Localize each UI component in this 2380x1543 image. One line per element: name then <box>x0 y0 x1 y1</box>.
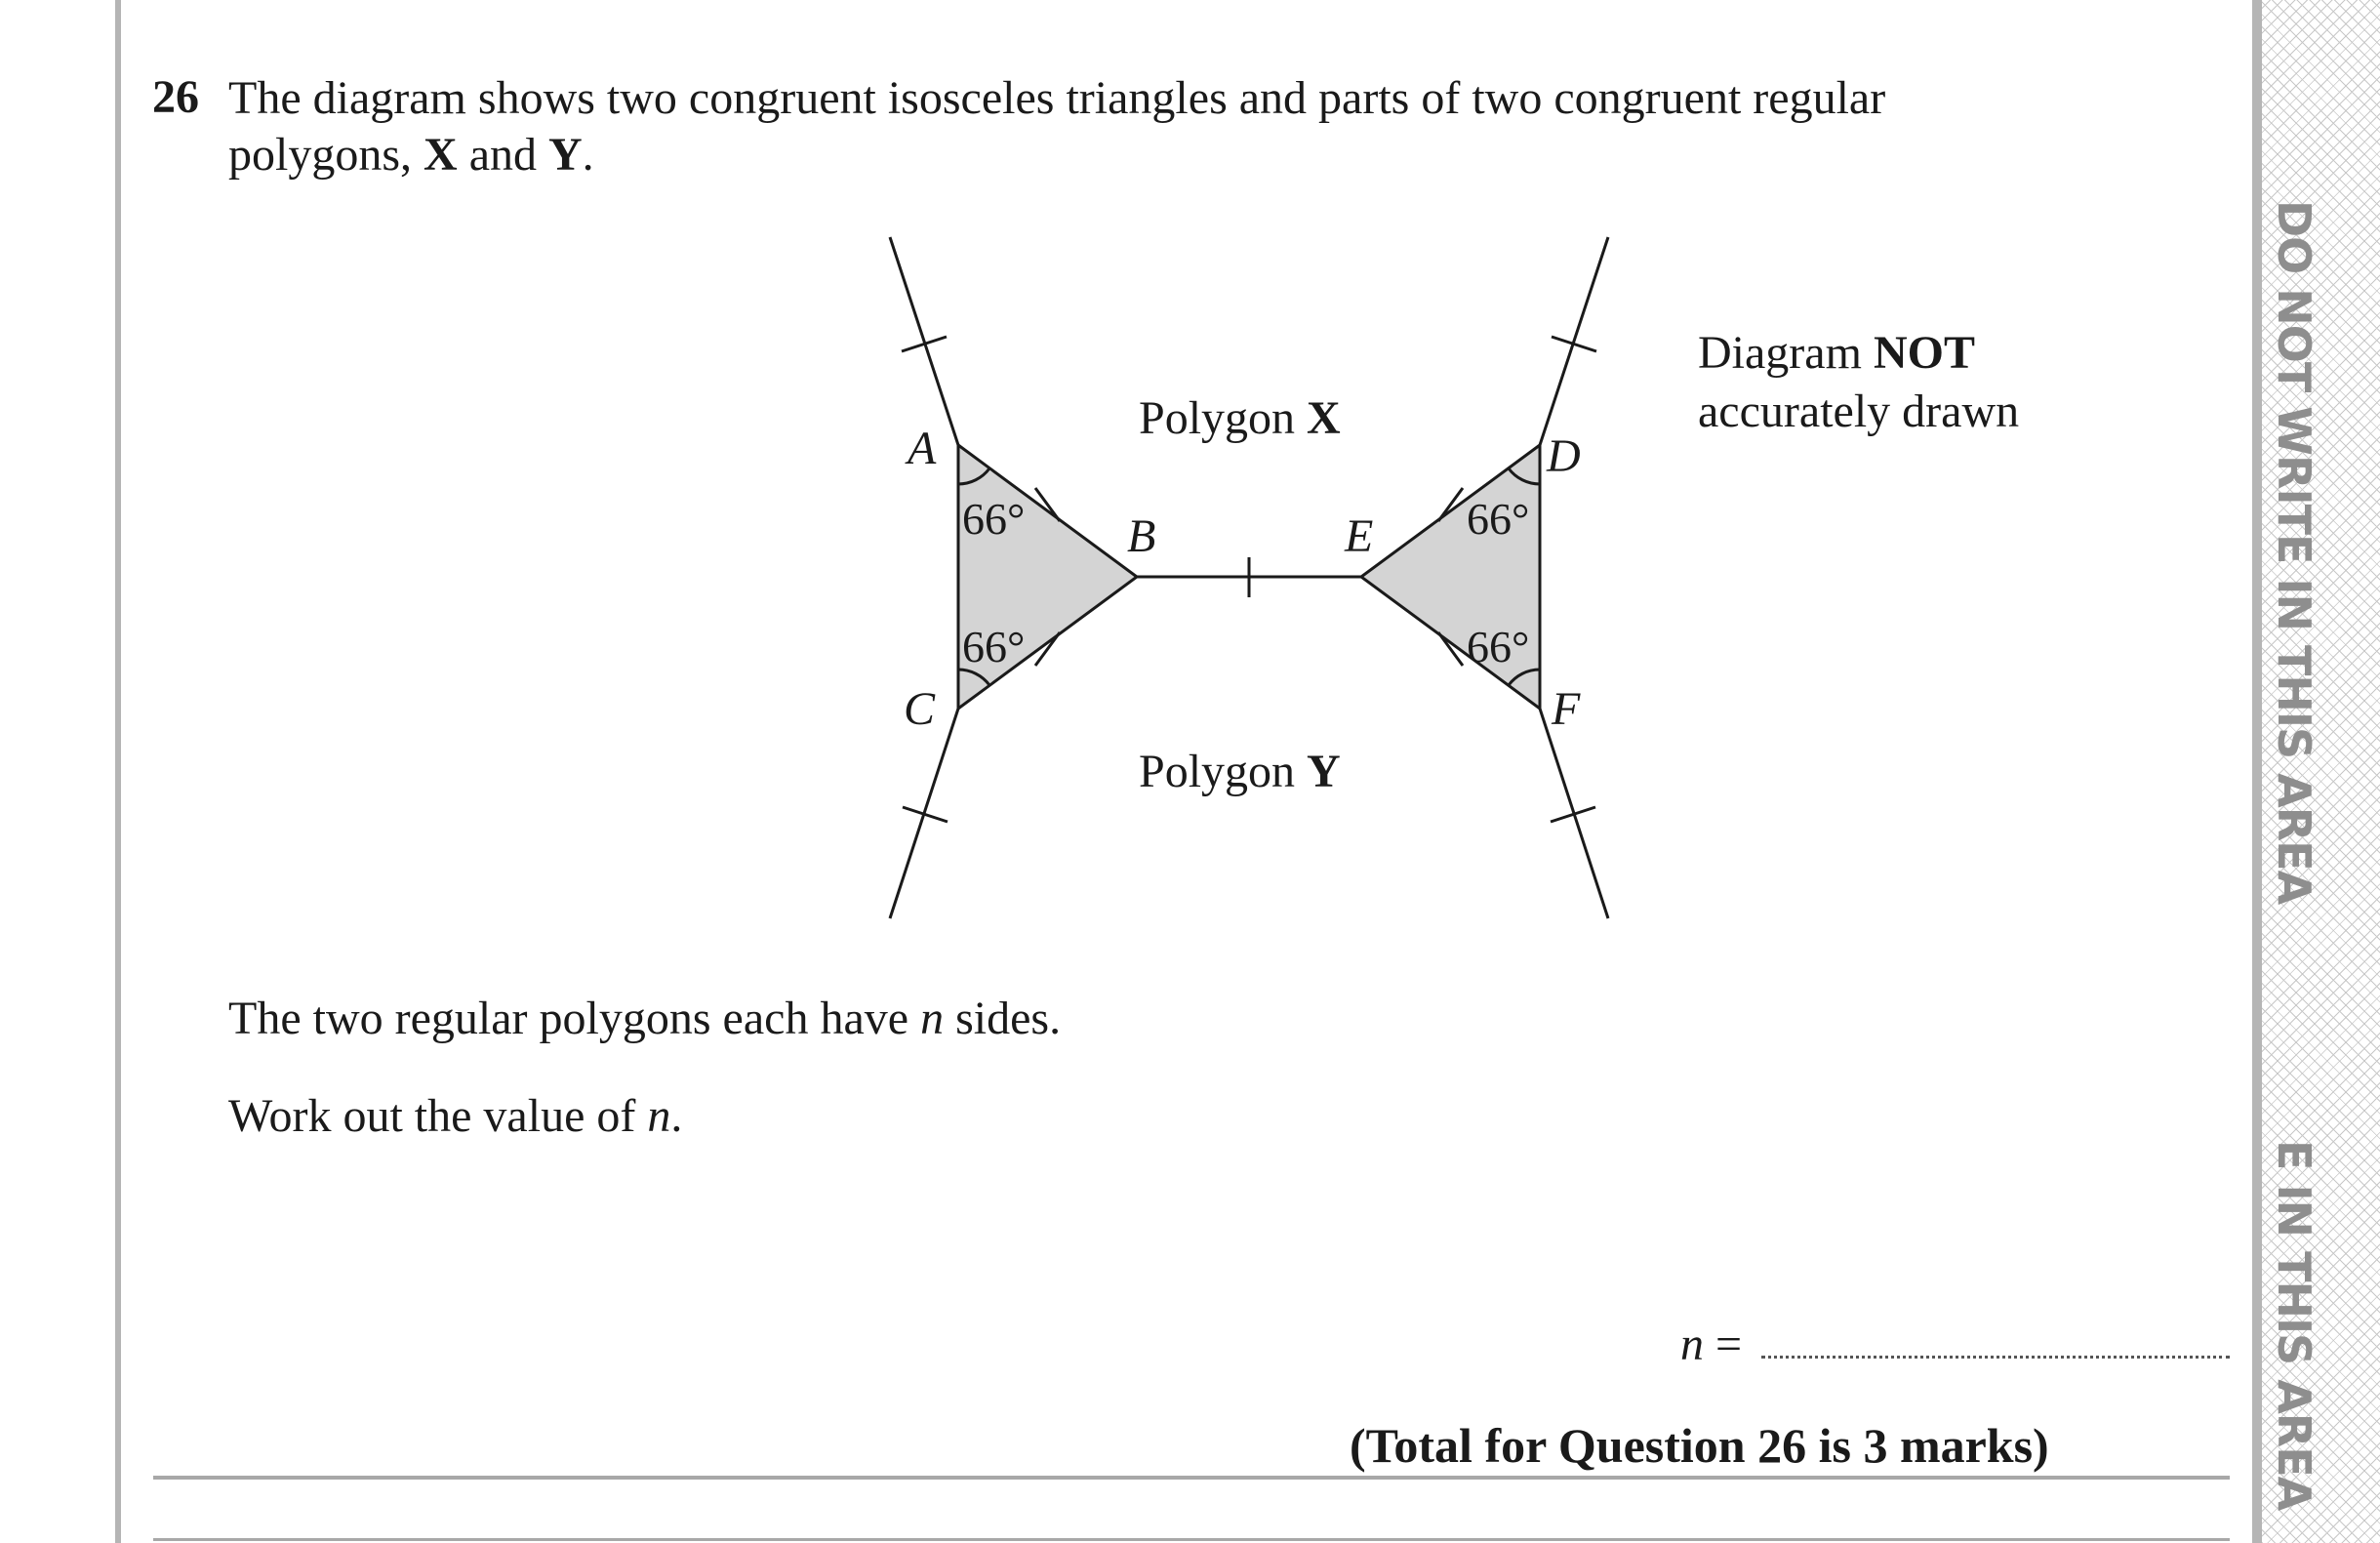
body-line1-end: sides. <box>944 993 1062 1044</box>
diagram-note: Diagram NOT accurately drawn <box>1698 324 2019 441</box>
polygon-side-a <box>888 236 960 446</box>
polygon-y-caption: Polygon Y <box>1139 746 1341 797</box>
question-text: The diagram shows two congruent isoscele… <box>228 70 2082 183</box>
angle-label-f: 66° <box>1467 622 1529 671</box>
total-marks: (Total for Question 26 is 3 marks) <box>1350 1418 2049 1473</box>
diagram-note-line2: accurately drawn <box>1698 386 2020 437</box>
answer-label: n = <box>1680 1318 1742 1371</box>
angle-arc-d <box>1507 467 1541 486</box>
body-line-work-out: Work out the value of n. <box>228 1089 682 1143</box>
tick-mark-cb <box>1033 631 1062 667</box>
page-left-border <box>115 0 121 1543</box>
body-line-sides: The two regular polygons each have n sid… <box>228 992 1061 1045</box>
tick-mark-side-d <box>1551 335 1597 353</box>
point-label-e: E <box>1344 510 1373 562</box>
question-text-period: . <box>582 129 594 181</box>
answer-field[interactable] <box>1761 1356 2230 1359</box>
diagram-note-not: NOT <box>1873 327 1975 379</box>
question-text-line1: The diagram shows two congruent isoscele… <box>228 72 1886 124</box>
point-label-f: F <box>1551 683 1581 735</box>
point-label-b: B <box>1127 510 1155 562</box>
tick-mark-ab <box>1033 487 1062 522</box>
angle-arc-f <box>1507 668 1541 686</box>
diagram-note-line1: Diagram NOT <box>1698 324 2019 383</box>
angle-label-c: 66° <box>962 622 1025 671</box>
body-line2-start: Work out the value of <box>228 1090 648 1142</box>
bottom-divider <box>153 1538 2230 1541</box>
left-triangle <box>956 442 1140 711</box>
polygon-side-d <box>1538 236 1610 446</box>
tick-mark-side-f <box>1550 805 1596 824</box>
answer-equals: = <box>1704 1319 1743 1370</box>
margin-hatched-strip <box>2262 0 2380 1543</box>
polygon-y-label: Y <box>548 129 583 181</box>
point-label-c: C <box>904 683 936 735</box>
question-text-polygons: polygons, <box>228 129 424 181</box>
body-line1-start: The two regular polygons each have <box>228 993 921 1044</box>
angle-label-d: 66° <box>1467 494 1529 544</box>
polygon-x-label: X <box>424 129 458 181</box>
question-number: 26 <box>152 71 199 123</box>
diagram-note-prefix: Diagram <box>1698 327 1874 379</box>
tick-mark-de <box>1436 487 1465 522</box>
question-text-and: and <box>457 129 548 181</box>
right-triangle <box>1358 442 1542 711</box>
point-label-a: A <box>905 423 937 474</box>
body-line2-var: n <box>647 1090 671 1142</box>
angle-arc-a <box>957 467 991 486</box>
page-right-border <box>2252 0 2262 1543</box>
tick-mark-fe <box>1436 631 1465 667</box>
section-divider <box>153 1476 2230 1480</box>
point-label-d: D <box>1546 430 1581 482</box>
answer-var: n <box>1680 1319 1704 1370</box>
question-text-line2: polygons, X and Y. <box>228 127 2082 183</box>
polygon-x-caption: Polygon X <box>1139 392 1341 444</box>
body-line1-var: n <box>920 993 945 1044</box>
angle-arc-c <box>957 668 991 686</box>
tick-mark-side-c <box>902 805 948 824</box>
angle-label-a: 66° <box>962 494 1025 544</box>
tick-mark-side-a <box>901 335 948 353</box>
body-line2-end: . <box>670 1090 683 1142</box>
